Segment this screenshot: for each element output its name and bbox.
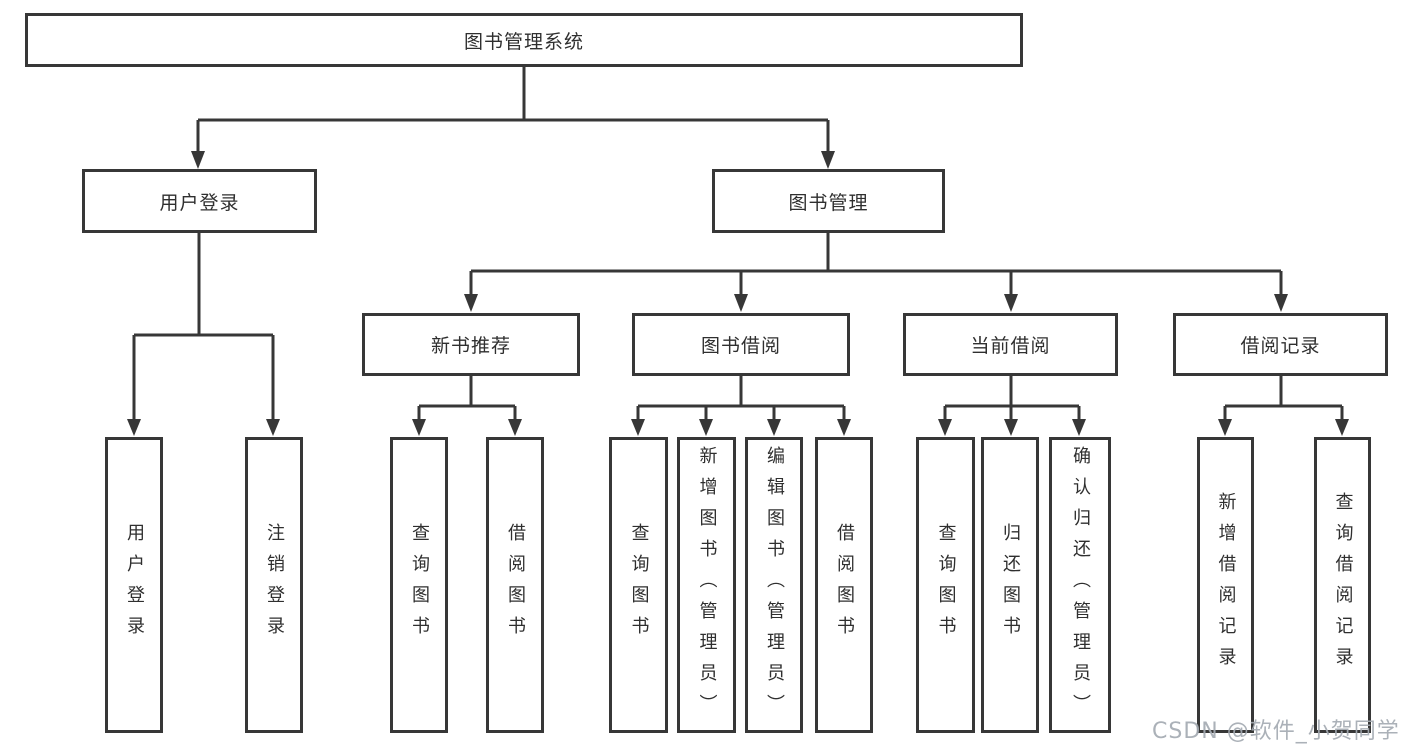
leaf-search-books-recommend: 查询图书 [390, 437, 448, 733]
leaf-label: 借阅图书 [505, 523, 526, 647]
node-label: 图书管理 [788, 191, 869, 214]
node-label: 用户登录 [159, 191, 240, 214]
leaf-label: 查询图书 [935, 523, 957, 647]
node-label: 借阅记录 [1240, 335, 1321, 357]
leaf-search-books-borrow: 查询图书 [609, 437, 668, 733]
leaf-label: 查询借阅记录 [1332, 492, 1354, 678]
leaf-label: 编辑图书（管理员） [764, 445, 785, 725]
leaf-search-borrow-record: 查询借阅记录 [1314, 437, 1371, 733]
leaf-borrow-books: 借阅图书 [815, 437, 873, 733]
leaf-label: 注销登录 [264, 523, 285, 647]
node-borrowing-records: 借阅记录 [1173, 313, 1388, 376]
leaf-add-borrow-record: 新增借阅记录 [1197, 437, 1254, 733]
node-label: 图书管理系统 [463, 30, 584, 53]
leaf-label: 用户登录 [124, 523, 145, 647]
leaf-label: 确认归还（管理员） [1070, 445, 1091, 725]
leaf-add-books-admin: 新增图书（管理员） [677, 437, 736, 733]
leaf-label: 查询图书 [628, 523, 650, 647]
leaf-search-books-current: 查询图书 [916, 437, 975, 733]
leaf-label: 归还图书 [1000, 523, 1021, 647]
leaf-logout: 注销登录 [245, 437, 303, 733]
leaf-borrow-books-recommend: 借阅图书 [486, 437, 544, 733]
node-label: 图书借阅 [700, 335, 781, 357]
leaf-label: 借阅图书 [834, 523, 855, 647]
node-book-borrowing: 图书借阅 [632, 313, 850, 376]
leaf-user-login: 用户登录 [105, 437, 163, 733]
leaf-edit-books-admin: 编辑图书（管理员） [745, 437, 803, 733]
node-label: 新书推荐 [430, 335, 511, 357]
leaf-label: 新增图书（管理员） [696, 445, 718, 725]
csdn-watermark: CSDN @软件_小贺同学 [1152, 719, 1400, 744]
leaf-return-books: 归还图书 [981, 437, 1039, 733]
node-library-management-system: 图书管理系统 [25, 13, 1023, 67]
node-current-borrowing: 当前借阅 [903, 313, 1118, 376]
node-new-book-recommendation: 新书推荐 [362, 313, 580, 376]
leaf-confirm-return-admin: 确认归还（管理员） [1049, 437, 1111, 733]
leaf-label: 查询图书 [409, 523, 430, 647]
node-label: 当前借阅 [970, 335, 1051, 357]
node-user-login: 用户登录 [82, 169, 317, 233]
leaf-label: 新增借阅记录 [1215, 492, 1237, 678]
node-book-management: 图书管理 [712, 169, 945, 233]
